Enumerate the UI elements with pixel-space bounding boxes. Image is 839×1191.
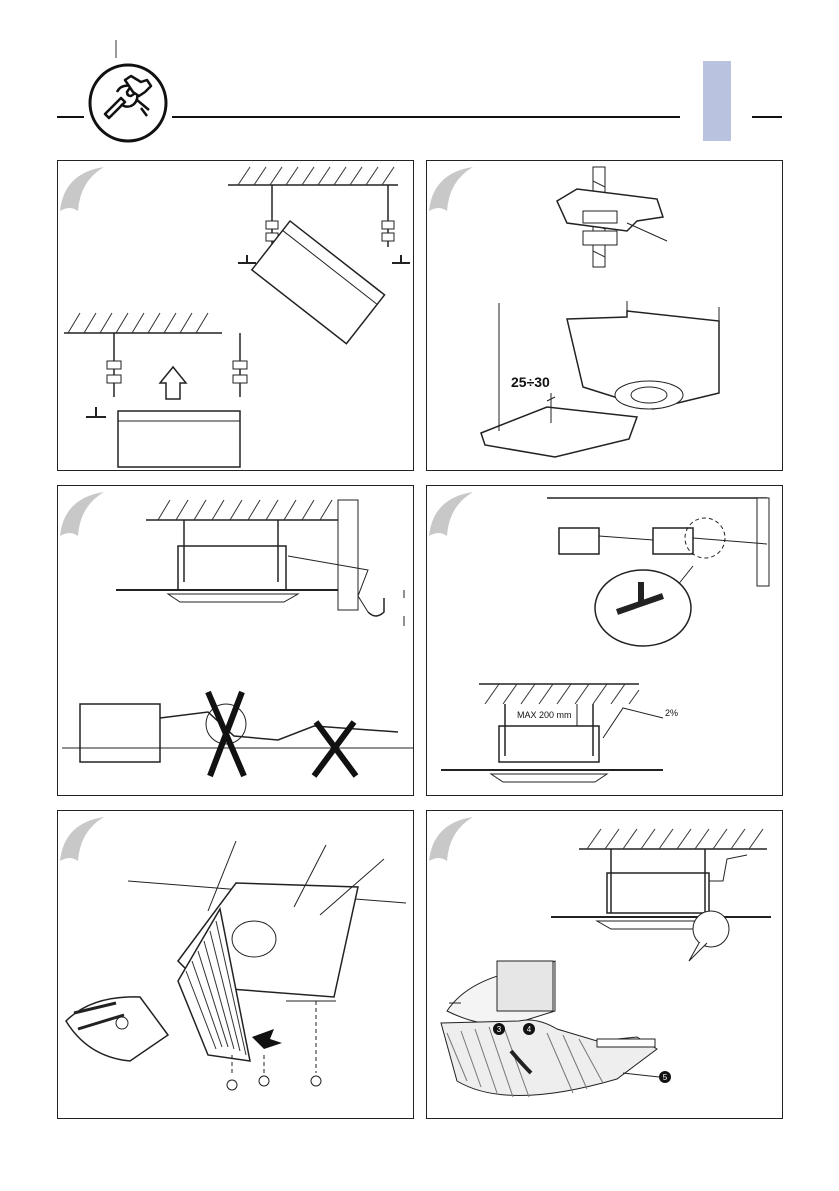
header-bar (0, 0, 839, 150)
panel-4-illustration: MAX 200 mm 2% (427, 486, 783, 796)
panel-3 (57, 485, 414, 796)
wrench-and-hand-icon (87, 62, 169, 144)
slope-percent-label: 2% (665, 708, 678, 718)
panel-1-illustration (58, 161, 414, 471)
panel-2: 25÷30 (426, 160, 783, 471)
panel-5 (57, 810, 414, 1119)
panel-4: MAX 200 mm 2% (426, 485, 783, 796)
callout-5-label: 5 (663, 1073, 668, 1082)
panel-2-illustration: 25÷30 (427, 161, 783, 471)
language-tab (703, 61, 731, 141)
gap-dimension-label: 25÷30 (511, 374, 550, 390)
callout-4-label: 4 (527, 1025, 532, 1034)
panel-6: 3 4 5 (426, 810, 783, 1119)
panel-3-illustration (58, 486, 414, 796)
max-height-label: MAX 200 mm (517, 710, 572, 720)
panel-6-illustration: 3 4 5 (427, 811, 783, 1119)
callout-3-label: 3 (497, 1025, 502, 1034)
panel-5-illustration (58, 811, 414, 1119)
panel-1 (57, 160, 414, 471)
